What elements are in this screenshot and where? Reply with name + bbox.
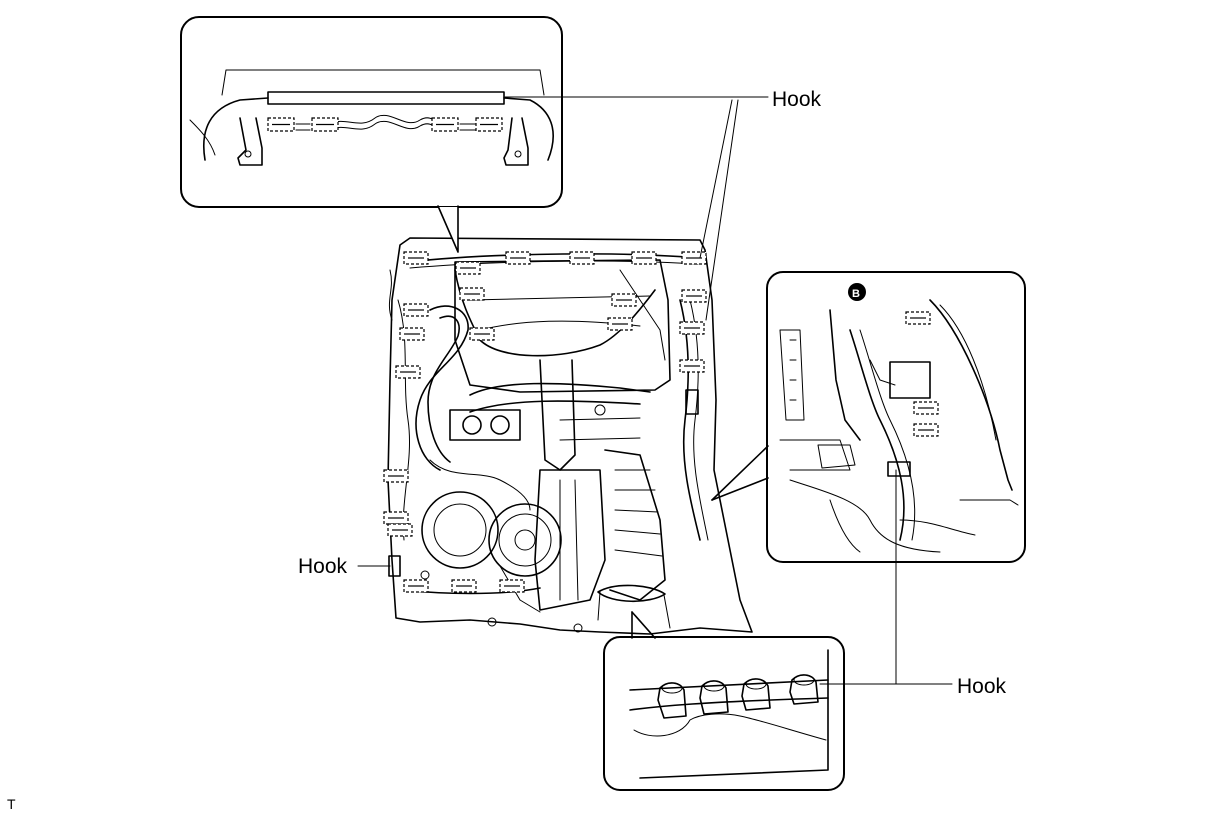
dashed-clip-icon xyxy=(431,117,459,132)
dashed-clip-icon xyxy=(569,251,595,265)
hook-label-left: Hook xyxy=(298,555,348,578)
hook-label-right: Hook xyxy=(957,675,1007,698)
hook-icon xyxy=(699,680,729,715)
dashed-clip-icon xyxy=(267,117,295,132)
leader-line xyxy=(705,99,739,321)
footer-code: T xyxy=(7,796,16,812)
dashed-clip-icon xyxy=(905,311,931,325)
dashed-clip-icon xyxy=(459,287,485,301)
hook-label-top: Hook xyxy=(772,88,822,111)
engine-assembly xyxy=(387,237,753,635)
dashed-clip-icon xyxy=(611,293,637,307)
leader-line xyxy=(699,99,733,259)
dashed-clip-icon xyxy=(451,579,477,593)
dashed-clip-icon xyxy=(913,423,939,437)
dashed-clip-icon xyxy=(399,327,425,341)
dashed-clip-icon xyxy=(681,251,707,265)
dashed-clip-icon xyxy=(403,579,429,593)
dashed-clip-icon xyxy=(383,469,409,483)
dashed-clip-icon xyxy=(679,321,705,335)
marker-icon xyxy=(848,283,866,301)
dashed-clip-icon xyxy=(403,251,429,265)
dashed-clip-icon xyxy=(631,251,657,265)
dashed-clip-icon xyxy=(913,401,939,415)
hook-icon xyxy=(388,555,401,577)
dashed-clip-icon xyxy=(403,303,429,317)
dashed-clip-icon xyxy=(679,359,705,373)
dashed-clip-icon xyxy=(311,117,339,132)
dashed-clip-icon xyxy=(383,511,409,525)
hook-icon xyxy=(741,678,771,711)
callout-right xyxy=(711,271,1026,563)
dashed-clip-icon xyxy=(607,317,633,331)
dashed-clip-icon xyxy=(387,523,413,537)
callout-bottom xyxy=(603,611,845,791)
dashed-clip-icon xyxy=(475,117,503,132)
callout-top xyxy=(180,16,769,253)
hook-icon xyxy=(789,674,819,705)
dashed-clip-icon xyxy=(681,289,707,303)
harness-clips xyxy=(383,251,707,593)
dashed-clip-icon xyxy=(499,579,525,593)
dashed-clip-icon xyxy=(469,327,495,341)
dashed-clip-icon xyxy=(455,261,481,275)
callout-marker-label: B xyxy=(852,288,860,300)
dashed-clip-icon xyxy=(395,365,421,379)
hook-icon xyxy=(657,682,687,719)
dashed-clip-icon xyxy=(505,251,531,265)
